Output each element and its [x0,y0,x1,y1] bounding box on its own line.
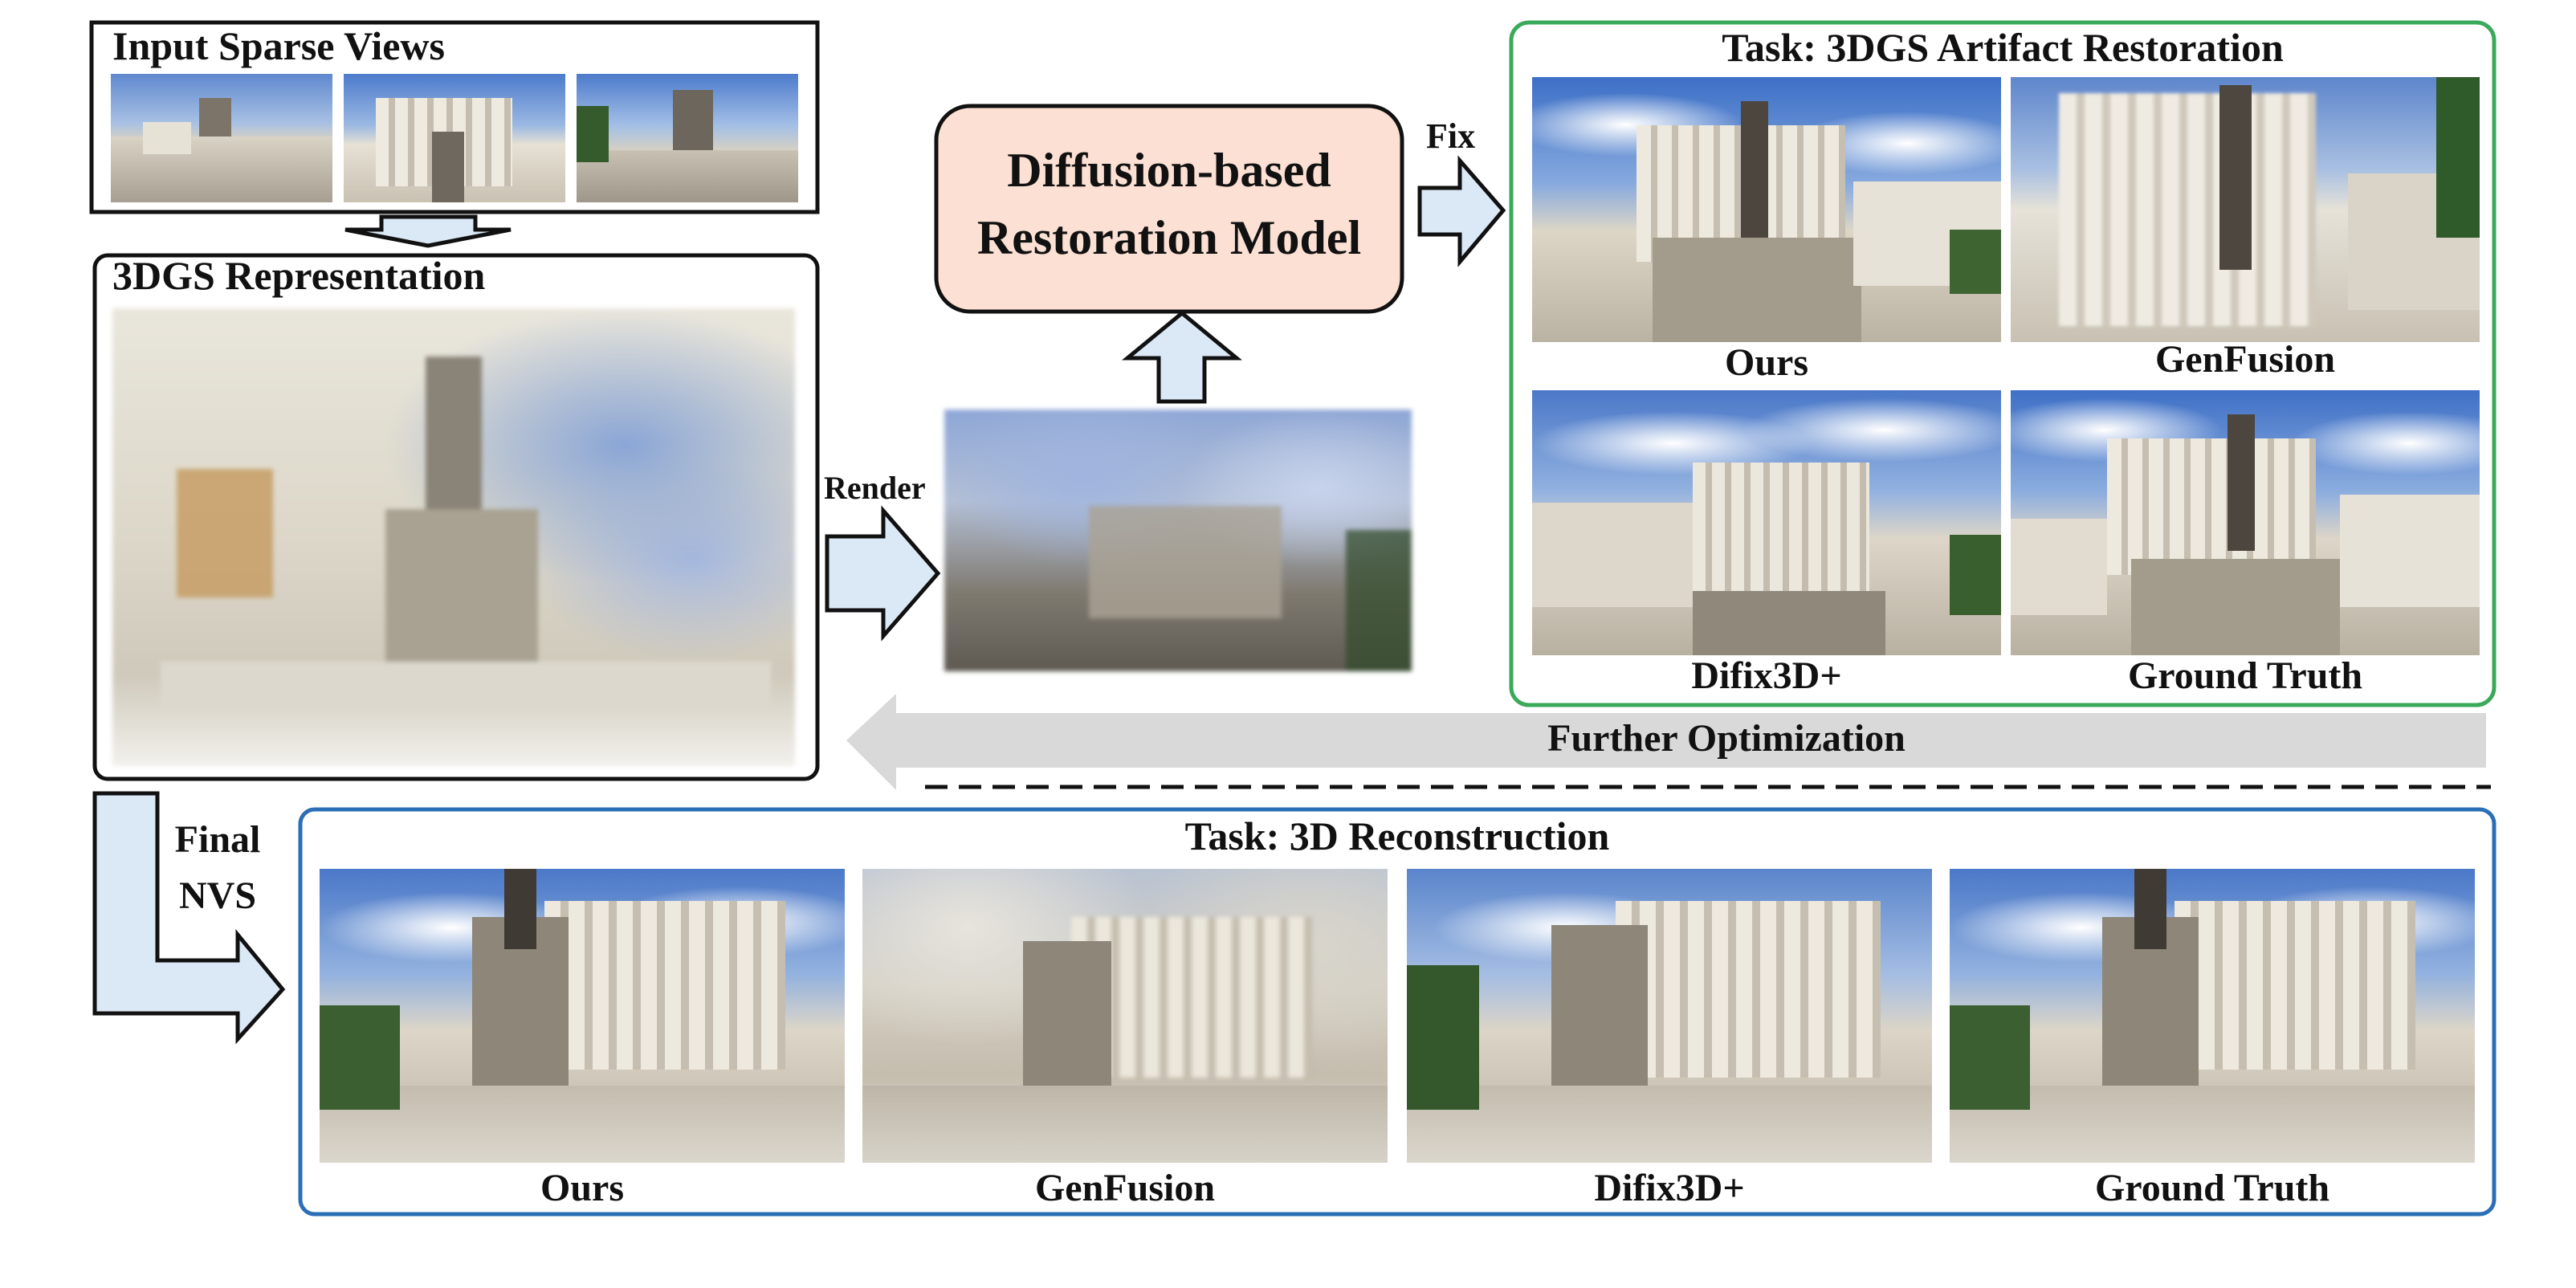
representation-panel-title: 3DGS Representation [112,253,486,298]
restoration-caption-difix3d: Difix3D+ [1691,654,1842,697]
reconstruction-image-ground-truth [1950,869,2475,1163]
input-view-image-1 [111,74,332,202]
reconstruction-caption-ground-truth: Ground Truth [2094,1167,2330,1209]
representation-render-image [112,308,795,766]
optimization-arrow-icon [846,694,2486,790]
render-arrow-icon [825,505,941,642]
final-nvs-label-line2: NVS [178,874,257,917]
render-label: Render [824,470,926,506]
rendered-view-image [944,410,1412,671]
restoration-image-genfusion [2011,77,2480,342]
reconstruction-caption-difix3d: Difix3D+ [1594,1167,1745,1209]
restoration-caption-ground-truth: Ground Truth [2127,654,2363,697]
model-box-line1: Diffusion-based [1007,144,1331,197]
model-box-line2: Restoration Model [976,211,1362,264]
optimization-label: Further Optimization [1547,717,1906,760]
restoration-image-difix3d [1532,390,2001,655]
reconstruction-panel-title: Task: 3D Reconstruction [1184,813,1610,858]
reconstruction-caption-ours: Ours [540,1167,624,1209]
down-arrow-icon [344,214,512,248]
reconstruction-image-genfusion [862,869,1388,1163]
model-box-shape [934,104,1404,314]
reconstruction-panel-border [298,807,2497,1217]
up-arrow-icon [1122,310,1242,404]
representation-panel-border [92,253,820,781]
input-view-image-3 [577,74,798,202]
reconstruction-caption-genfusion: GenFusion [1034,1167,1216,1209]
reconstruction-image-ours [320,869,845,1163]
restoration-caption-ours: Ours [1724,341,1808,384]
restoration-caption-genfusion: GenFusion [2154,338,2336,381]
fix-arrow-icon [1417,155,1506,267]
reconstruction-image-difix3d [1407,869,1932,1163]
restoration-panel-title: Task: 3DGS Artifact Restoration [1722,25,2284,70]
restoration-panel-border [1509,20,2497,707]
restoration-image-ours [1532,77,2001,342]
input-view-image-2 [344,74,565,202]
restoration-image-ground-truth [2011,390,2480,655]
fix-label: Fix [1426,116,1476,156]
final-nvs-label-line1: Final [174,818,261,861]
input-panel-border [89,20,820,214]
final-nvs-arrow-icon [92,791,286,1045]
input-panel-title: Input Sparse Views [112,23,445,68]
